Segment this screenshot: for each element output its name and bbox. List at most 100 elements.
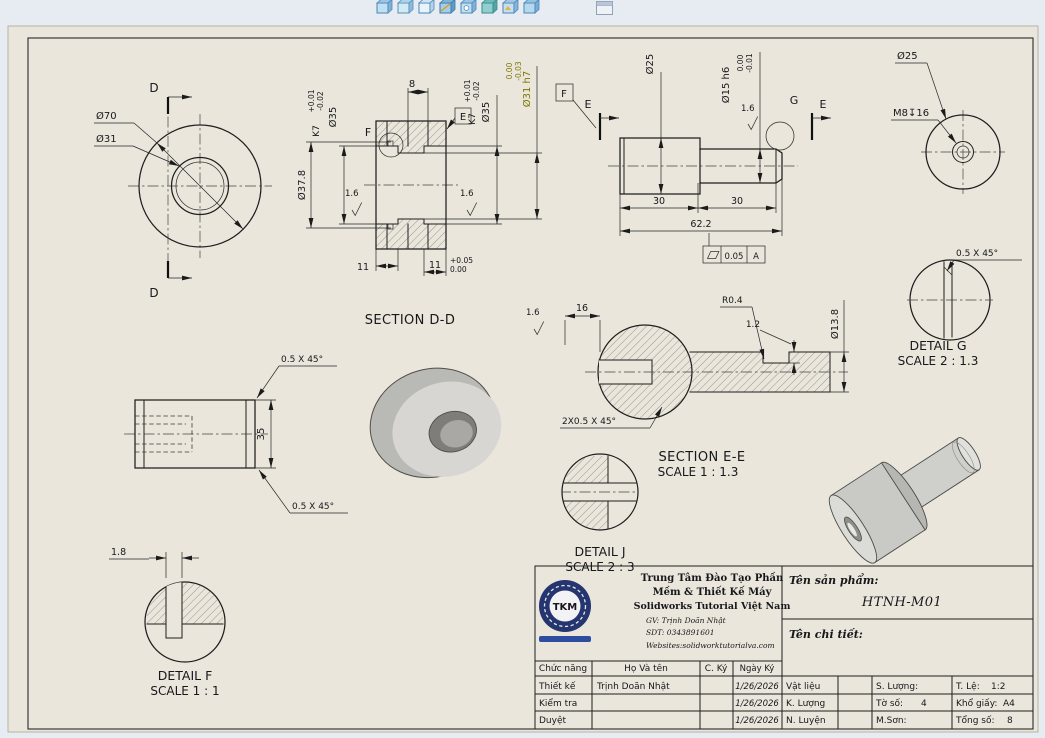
paint-label: M.Sơn: <box>876 716 907 726</box>
len-total-label: 62.2 <box>690 219 711 230</box>
roughness-left[interactable]: 1.6 <box>345 189 363 217</box>
isometric-view-icon[interactable] <box>459 0 477 14</box>
material-label: Vật liệu <box>786 681 820 692</box>
dim-chamfer-top[interactable]: 0.5 X 45° <box>256 355 337 399</box>
fillet-label: R0.4 <box>722 296 743 306</box>
dim-62-2[interactable]: 62.2 <box>620 179 783 236</box>
dim-dia25[interactable]: Ø25 <box>644 54 664 194</box>
dia37-8-label: Ø37.8 <box>296 170 308 200</box>
dim-dia13-8[interactable]: Ø13.8 <box>829 300 849 393</box>
window-icon[interactable] <box>596 1 613 15</box>
view-section-dd[interactable]: 8 Ø37.8 Ø35 K7 +0.01 -0.02 Ø35 K7 +0.01 … <box>296 61 542 328</box>
section-dd-title: SECTION D-D <box>365 313 456 328</box>
bore-center-tol-up: 0.00 <box>505 62 514 79</box>
depth-right-tol-dn: 0.00 <box>450 265 467 274</box>
dim-height-35[interactable]: 35 <box>255 399 276 469</box>
sheet-value: 4 <box>921 699 927 709</box>
dim-chamfer-g[interactable]: 0.5 X 45° <box>946 249 1022 272</box>
dim-fillet[interactable]: R0.4 <box>720 296 765 360</box>
roughness-ee-label: 1.6 <box>526 308 540 318</box>
depth-right-label: 11 <box>429 260 441 271</box>
view-iso-wheel[interactable] <box>357 353 513 496</box>
roughness-icon <box>747 116 759 131</box>
view-shaft[interactable]: Ø25 Ø15 h6 0.00 -0.01 1.6 G F E E <box>555 52 831 264</box>
top-toolbar <box>375 0 613 15</box>
view-iso-shaft[interactable] <box>822 417 996 569</box>
dim-end-dia25[interactable]: Ø25 <box>895 50 947 120</box>
dim-dia31[interactable]: Ø31 <box>94 133 180 167</box>
dim-bore-left[interactable]: Ø35 K7 +0.01 -0.02 <box>307 89 376 225</box>
section-line-dd[interactable]: D D <box>149 81 192 300</box>
view-detail-g[interactable]: 0.5 X 45° DETAIL G SCALE 2 : 1.3 <box>898 249 1022 368</box>
roughness-shaft[interactable]: 1.6 <box>741 104 759 131</box>
dim-dia70[interactable]: Ø70 <box>94 110 244 230</box>
company-line2: Mềm & Thiết Kế Máy <box>653 586 773 598</box>
roughness-left-label: 1.6 <box>345 189 359 199</box>
dim-slot-length[interactable]: 16 <box>564 303 601 352</box>
view-orientation-icon[interactable] <box>501 0 519 14</box>
dim-bore-right[interactable]: Ø35 K7 +0.01 -0.02 <box>446 79 502 225</box>
phone: SDT: 0343891601 <box>646 628 715 637</box>
company-line3: Solidworks Tutorial Việt Nam <box>634 601 791 612</box>
dim-depth-left[interactable]: 11 <box>357 249 399 273</box>
section-view-icon[interactable] <box>438 0 456 14</box>
section-ee-arrow-left[interactable]: E <box>585 98 619 140</box>
section-d-top-label: D <box>149 81 158 95</box>
wireframe-icon[interactable] <box>417 0 435 14</box>
bore-right-dia-label: Ø35 <box>480 102 492 123</box>
flatness-datum: A <box>753 252 759 262</box>
view-side[interactable]: 35 0.5 X 45° 0.5 X 45° <box>124 355 348 514</box>
roughness-ee[interactable]: 1.6 <box>526 308 545 336</box>
view-end[interactable]: Ø25 M8↧16 <box>891 50 1005 194</box>
datum-e-flag[interactable]: E <box>446 107 472 130</box>
qty-label: S. Lượng: <box>876 682 918 692</box>
dim-chamfer-ee[interactable]: 2X0.5 X 45° <box>560 406 663 429</box>
detail-f-title: DETAIL F <box>158 668 213 683</box>
instructor: GV: Trịnh Doãn Nhật <box>646 616 727 625</box>
sheet-border <box>27 37 1034 730</box>
logo-face <box>549 590 581 622</box>
dia15-tol-up: 0.00 <box>736 54 745 71</box>
len-a-label: 30 <box>653 196 665 207</box>
groove-1-8-label: 1.8 <box>111 547 126 558</box>
view-section-ee[interactable]: 16 1.6 R0.4 1.2 Ø13.8 2X0.5 X 45° <box>526 296 849 479</box>
dim-thread-callout[interactable]: M8↧16 <box>891 108 957 144</box>
thread-label: M8↧16 <box>893 108 929 119</box>
dim-dia15[interactable]: Ø15 h6 0.00 -0.01 <box>720 52 763 183</box>
detail-g-marker[interactable]: G <box>765 94 799 151</box>
hidden-lines-icon[interactable] <box>396 0 414 14</box>
height-label: 35 <box>256 428 267 441</box>
detail-j-scale: SCALE 2 : 3 <box>565 560 634 574</box>
sheet-label: Tờ số: <box>875 698 903 709</box>
detail-f-letter: F <box>365 126 371 139</box>
datum-f-flag[interactable]: F <box>555 83 597 129</box>
groove-width-label: 8 <box>409 79 415 90</box>
chamfer-g-label: 0.5 X 45° <box>956 249 998 259</box>
detail-f-marker[interactable]: F <box>365 126 404 158</box>
display-style-icon[interactable] <box>480 0 498 14</box>
appearance-icon[interactable] <box>522 0 540 14</box>
dim-groove-1-8[interactable]: 1.8 <box>109 547 199 578</box>
flatness-tolerance-frame[interactable]: 0.05 A <box>702 233 766 264</box>
shaded-view-icon[interactable] <box>375 0 393 14</box>
dim-bore-center[interactable]: Ø31 h7 0.00 -0.03 <box>424 61 542 220</box>
dim-slot-depth[interactable]: 1.2 <box>746 320 800 375</box>
section-ee-arrow-right[interactable]: E <box>810 98 831 140</box>
flatness-icon <box>706 251 720 259</box>
roughness-icon <box>466 202 478 217</box>
roughness-right[interactable]: 1.6 <box>460 189 478 217</box>
dim-groove-width[interactable]: 8 <box>407 79 429 121</box>
dim-30b[interactable]: 30 <box>698 183 777 213</box>
section-d-bottom-label: D <box>149 286 158 300</box>
view-front[interactable]: Ø70 Ø31 D D <box>94 81 272 300</box>
dim-chamfer-bottom[interactable]: 0.5 X 45° <box>258 469 348 514</box>
row2-function: Kiểm tra <box>539 698 577 709</box>
detail-g-title: DETAIL G <box>909 338 966 353</box>
total-label: Tổng số: <box>955 715 995 726</box>
depth-right-tol-up: +0.05 <box>450 256 473 265</box>
dim-depth-right[interactable]: 11 +0.05 0.00 <box>423 249 473 276</box>
dim-dia37-8[interactable]: Ø37.8 <box>296 141 391 229</box>
bore-left-tol-dn: -0.02 <box>316 91 325 111</box>
detail-g-letter: G <box>790 94 799 107</box>
heat-label: N. Luyện <box>786 715 826 726</box>
